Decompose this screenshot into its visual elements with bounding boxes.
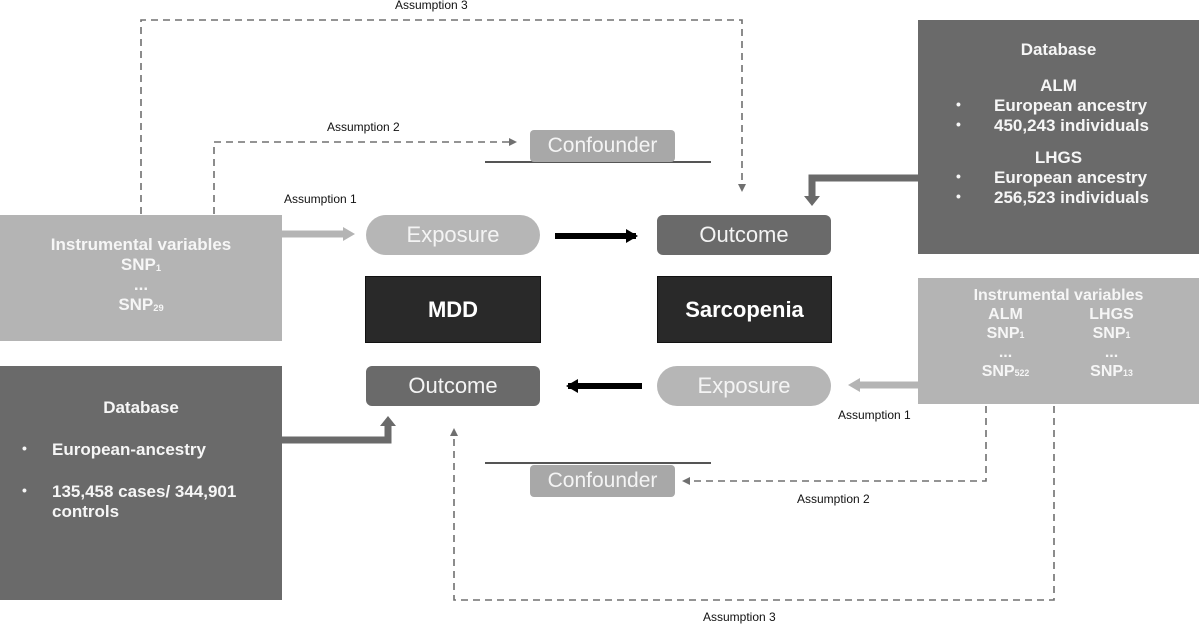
bottom-confounder-node: Confounder (530, 465, 675, 497)
iv-right-alm-header: ALM (988, 305, 1023, 323)
top-confounder-node: Confounder (530, 130, 675, 162)
iv-left-snp-last: SNP29 (118, 295, 164, 315)
db-right-lhgs-title: LHGS (1034, 148, 1083, 168)
top-outcome-node: Outcome (657, 215, 831, 255)
assumption-2-bottom-label: Assumption 2 (797, 492, 870, 506)
iv-left-snp-first: SNP1 (120, 255, 162, 275)
iv-left-ellipsis: ... (133, 275, 149, 295)
db-right-alm-title: ALM (1040, 76, 1077, 96)
db-right-to-outcome-arrowhead (804, 196, 820, 206)
assumption-1-bottom-label: Assumption 1 (838, 408, 911, 422)
iv-right-lhgs-header: LHGS (1089, 305, 1134, 323)
bottom-outcome-node: Outcome (366, 366, 540, 406)
top-exposure-node: Exposure (366, 215, 540, 255)
iv-right-alm-last: SNP522 (981, 362, 1030, 380)
assumption-3-top-label: Assumption 3 (395, 0, 468, 12)
iv-right-lhgs-last: SNP13 (1090, 362, 1133, 380)
assumption-2-bottom-path (682, 406, 987, 485)
sarcopenia-node: Sarcopenia (657, 276, 832, 343)
db-right-box: Database ALM European ancestry 450,243 i… (918, 20, 1199, 254)
iv-left-title: Instrumental variables (50, 235, 232, 254)
iv-right-box: Instrumental variables ALM SNP1 ... SNP5… (918, 278, 1199, 404)
db-right-alm-item: 450,243 individuals (956, 116, 1199, 136)
iv-right-columns: ALM SNP1 ... SNP522 LHGS SNP1 ... SNP13 (918, 306, 1199, 382)
assumption-3-bottom-label: Assumption 3 (703, 610, 776, 624)
db-left-box: Database European-ancestry 135,458 cases… (0, 366, 282, 600)
db-right-title: Database (1020, 40, 1097, 59)
db-right-lhgs-item: 256,523 individuals (956, 188, 1199, 208)
assumption-3-top-path (140, 19, 746, 214)
iv-left-box: Instrumental variables SNP1 ... SNP29 (0, 215, 282, 341)
db-left-to-outcome-arrowhead (380, 416, 396, 426)
db-right-lhgs-list: European ancestry 256,523 individuals (956, 168, 1199, 208)
bottom-exposure-node: Exposure (657, 366, 831, 406)
db-left-item: 135,458 cases/ 344,901 controls (22, 482, 262, 522)
iv-right-to-exposure-arrowhead (848, 378, 860, 392)
iv-right-lhgs-first: SNP1 (1092, 324, 1131, 342)
iv-right-alm-ellipsis: ... (998, 343, 1013, 361)
mdd-node: MDD (365, 276, 541, 343)
iv-right-alm-first: SNP1 (986, 324, 1025, 342)
db-right-to-outcome-arrow (808, 174, 918, 198)
db-right-lhgs-item: European ancestry (956, 168, 1199, 188)
db-left-item: European-ancestry (22, 440, 262, 460)
iv-right-title: Instrumental variables (973, 287, 1144, 304)
db-right-alm-list: European ancestry 450,243 individuals (956, 96, 1199, 136)
iv-right-alm-column: ALM SNP1 ... SNP522 (966, 306, 1046, 382)
assumption-2-top-path (213, 138, 517, 214)
iv-left-to-exposure-arrowhead (343, 227, 355, 241)
assumption-1-top-label: Assumption 1 (284, 192, 357, 206)
db-left-title: Database (103, 398, 179, 417)
db-left-to-outcome-arrow (282, 424, 392, 444)
db-left-list: European-ancestry 135,458 cases/ 344,901… (22, 440, 262, 522)
iv-right-lhgs-ellipsis: ... (1104, 343, 1119, 361)
iv-right-lhgs-column: LHGS SNP1 ... SNP13 (1072, 306, 1152, 382)
assumption-3-bottom-path (450, 406, 1055, 601)
assumption-2-top-label: Assumption 2 (327, 120, 400, 134)
db-right-alm-item: European ancestry (956, 96, 1199, 116)
